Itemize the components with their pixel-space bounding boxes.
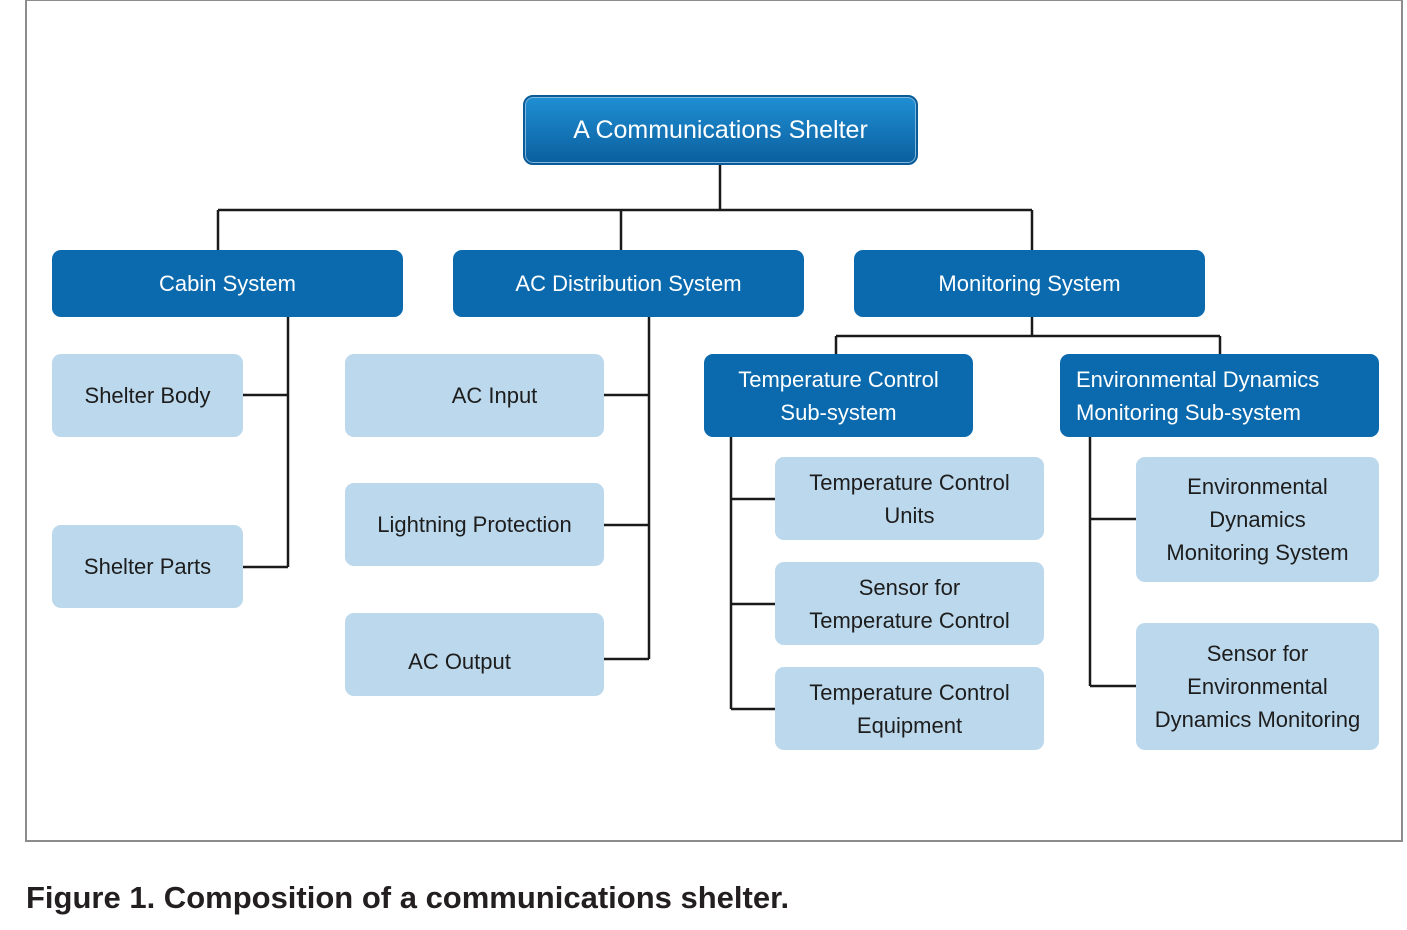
temperature-control-equipment-node: Temperature Control Equipment	[775, 667, 1044, 750]
monitoring-system-label: Monitoring System	[938, 271, 1121, 296]
cabin-system-label: Cabin System	[159, 271, 296, 296]
connector-ac	[604, 317, 651, 661]
ac-output-label: AC Output	[408, 649, 511, 674]
connector-monitoring	[834, 317, 1222, 354]
monitoring-system-node: Monitoring System	[854, 250, 1205, 317]
sensor-temperature-control-label: Sensor for Temperature Control	[809, 574, 1010, 633]
sensor-environmental-dynamics-label: Sensor for Environmental Dynamics Monito…	[1154, 641, 1361, 732]
ac-input-label: AC Input	[451, 383, 538, 408]
ac-input-node: AC Input	[345, 354, 604, 437]
shelter-parts-node: Shelter Parts	[52, 525, 243, 608]
sensor-environmental-dynamics-node: Sensor for Environmental Dynamics Monito…	[1136, 623, 1379, 750]
diagram-frame	[25, 0, 1403, 842]
connector-temperature	[729, 437, 775, 711]
connector-root	[216, 164, 1034, 250]
shelter-body-label: Shelter Body	[84, 383, 211, 408]
ac-distribution-system-label: AC Distribution System	[515, 271, 742, 296]
temperature-control-equipment-label: Temperature Control Equipment	[809, 679, 1010, 738]
environmental-dynamics-subsystem-label: Environmental Dynamics Monitoring Sub-sy…	[1076, 366, 1320, 425]
sensor-temperature-control-node: Sensor for Temperature Control	[775, 562, 1044, 645]
connector-cabin	[243, 317, 290, 569]
root-label: A Communications Shelter	[573, 115, 868, 144]
temperature-control-units-label: Temperature Control Units	[809, 469, 1010, 528]
lightning-protection-label: Lightning Protection	[377, 512, 572, 537]
ac-distribution-system-node: AC Distribution System	[453, 250, 804, 317]
ac-output-node: AC Output	[345, 613, 604, 696]
shelter-body-node: Shelter Body	[52, 354, 243, 437]
cabin-system-node: Cabin System	[52, 250, 403, 317]
root-node: A Communications Shelter	[523, 95, 918, 165]
environmental-dynamics-monitoring-system-node: Environmental Dynamics Monitoring System	[1136, 457, 1379, 582]
environmental-dynamics-monitoring-system-label: Environmental Dynamics Monitoring System	[1166, 474, 1349, 565]
connector-environmental	[1088, 437, 1136, 688]
figure-caption: Figure 1. Composition of a communication…	[26, 880, 790, 915]
shelter-parts-label: Shelter Parts	[83, 554, 212, 579]
temperature-control-subsystem-node: Temperature Control Sub-system	[704, 354, 973, 437]
environmental-dynamics-subsystem-node: Environmental Dynamics Monitoring Sub-sy…	[1060, 354, 1379, 437]
temperature-control-subsystem-label: Temperature Control Sub-system	[738, 366, 939, 425]
lightning-protection-node: Lightning Protection	[345, 483, 604, 566]
temperature-control-units-node: Temperature Control Units	[775, 457, 1044, 540]
